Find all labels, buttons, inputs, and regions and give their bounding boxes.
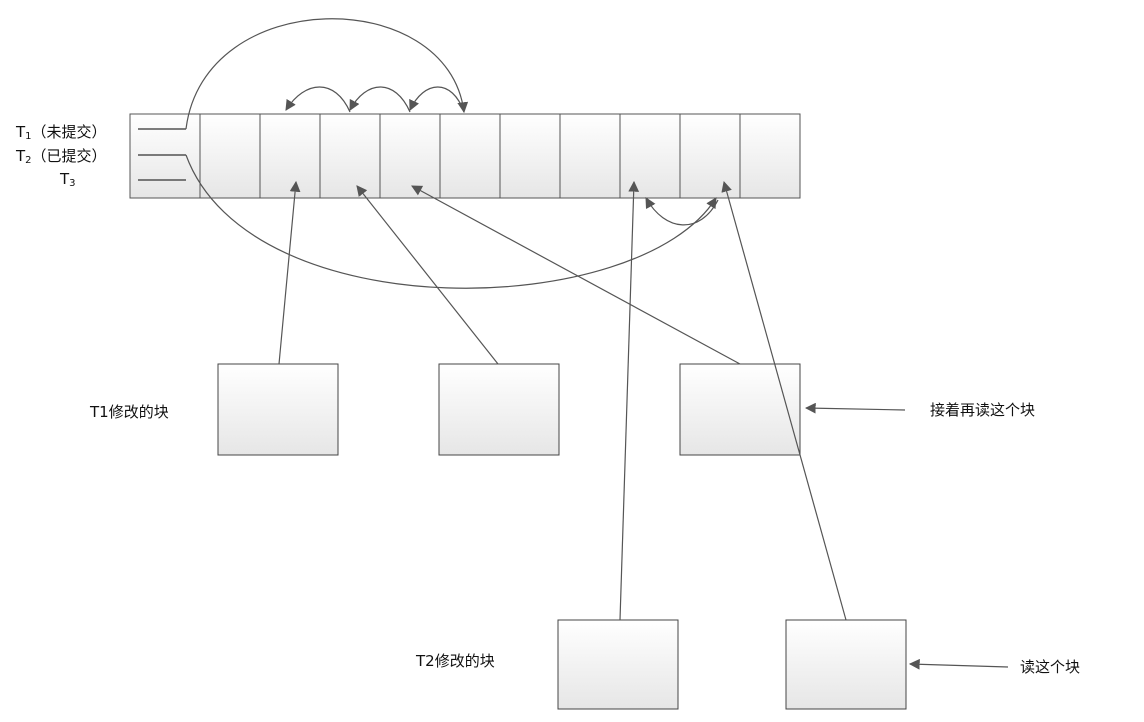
t1-block-a-pointer	[278, 180, 301, 365]
t1-link-arc-2	[349, 86, 411, 113]
block-boxes	[217, 363, 907, 710]
read-again-label: 接着再读这个块	[930, 401, 1035, 419]
t2-block-b-pointer	[721, 180, 847, 621]
buffer-slot	[679, 113, 741, 199]
t1-modified-label: T1修改的块	[89, 403, 169, 421]
annotation-arrows	[804, 402, 1009, 670]
chain-header-cell	[129, 113, 201, 199]
t1-block-a	[217, 363, 339, 456]
block-pointers	[278, 180, 847, 621]
t2-block-a-pointer	[619, 180, 640, 621]
buffer-slot	[559, 113, 621, 199]
buffer-slot	[739, 113, 801, 199]
t2-label: T2（已提交）	[15, 147, 107, 166]
read-this-annotation-arrow	[908, 658, 1009, 670]
t2-block-a	[557, 619, 679, 710]
read-again-annotation-arrow	[804, 402, 906, 414]
read-again-pointer	[411, 185, 741, 365]
t2-block-b	[785, 619, 907, 710]
t1-block-b	[438, 363, 560, 456]
buffer-slot	[199, 113, 261, 199]
chain-bar	[129, 113, 801, 199]
t1-link-arc-3	[409, 86, 465, 113]
read-this-label: 读这个块	[1020, 658, 1080, 676]
t1-block-b-pointer	[356, 185, 499, 365]
t2-bottom-arc	[185, 154, 717, 289]
t2-modified-label: T2修改的块	[415, 652, 495, 670]
buffer-slot	[319, 113, 381, 199]
t1-link-arc-1	[285, 86, 351, 113]
list-head-lines	[138, 128, 186, 181]
read-again-block	[679, 363, 801, 456]
t2-link-arc	[645, 197, 719, 226]
t3-label: T3	[59, 170, 76, 189]
buffer-slot	[379, 113, 441, 199]
buffer-slot	[499, 113, 561, 199]
t1-top-arc	[185, 18, 469, 130]
buffer-slot	[439, 113, 501, 199]
buffer-slot	[259, 113, 321, 199]
t1-label: T1（未提交）	[15, 123, 107, 142]
buffer-slot	[619, 113, 681, 199]
chain-curves	[185, 18, 719, 289]
